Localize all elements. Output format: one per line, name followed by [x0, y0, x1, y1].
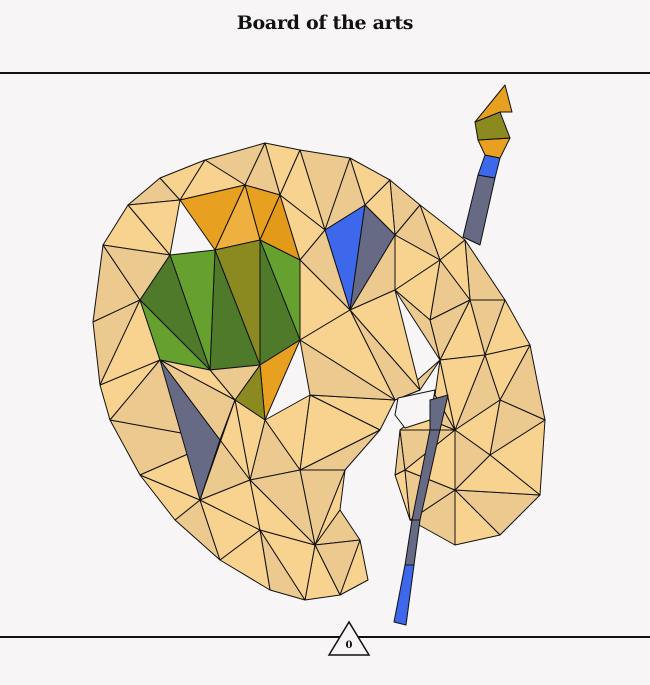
thumb-hole [394, 389, 436, 429]
palette-facet [127, 199, 181, 256]
brush-segment [404, 519, 421, 566]
palette-facet [299, 339, 396, 401]
palette-artwork[interactable] [92, 142, 546, 601]
palette-facet [464, 239, 506, 301]
brush-segment [477, 154, 501, 179]
counter-value: 0 [346, 640, 353, 651]
palette-facet [394, 289, 441, 361]
palette-facet [249, 479, 316, 546]
brush-segment [393, 564, 415, 626]
palette-facet [199, 399, 236, 501]
brush-segment [474, 84, 513, 123]
page-title: Board of the arts [236, 12, 414, 34]
triangle-counter[interactable]: 0 [327, 620, 371, 656]
brush-segment [477, 137, 511, 159]
footer-divider [0, 636, 650, 638]
brush-segment [462, 174, 496, 246]
header-divider [0, 72, 650, 74]
triangle-counter-icon[interactable] [327, 620, 371, 656]
paintbrush-artwork[interactable] [393, 84, 513, 626]
